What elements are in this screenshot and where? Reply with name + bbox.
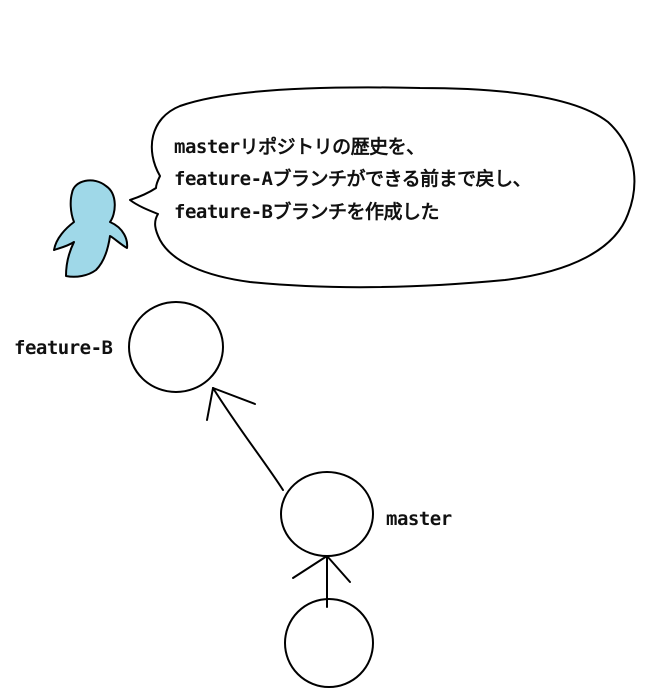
speech-line-2: feature-Aブランチができる前まで戻し、: [174, 168, 532, 190]
person-icon: [53, 179, 129, 278]
commit-master: [280, 471, 374, 557]
commit-feature-b: [128, 301, 224, 393]
master-label: master: [386, 508, 452, 530]
speech-line-1: masterリポジトリの歴史を、: [174, 136, 425, 158]
speech-line-3: feature-Bブランチを作成した: [174, 201, 439, 223]
commit-base: [284, 598, 374, 688]
feature-b-label: feature-B: [14, 337, 113, 359]
arrow-base-to-master: [292, 555, 351, 608]
speech-bubble-outline: [129, 86, 636, 289]
arrow-master-to-feature-b: [206, 387, 284, 491]
